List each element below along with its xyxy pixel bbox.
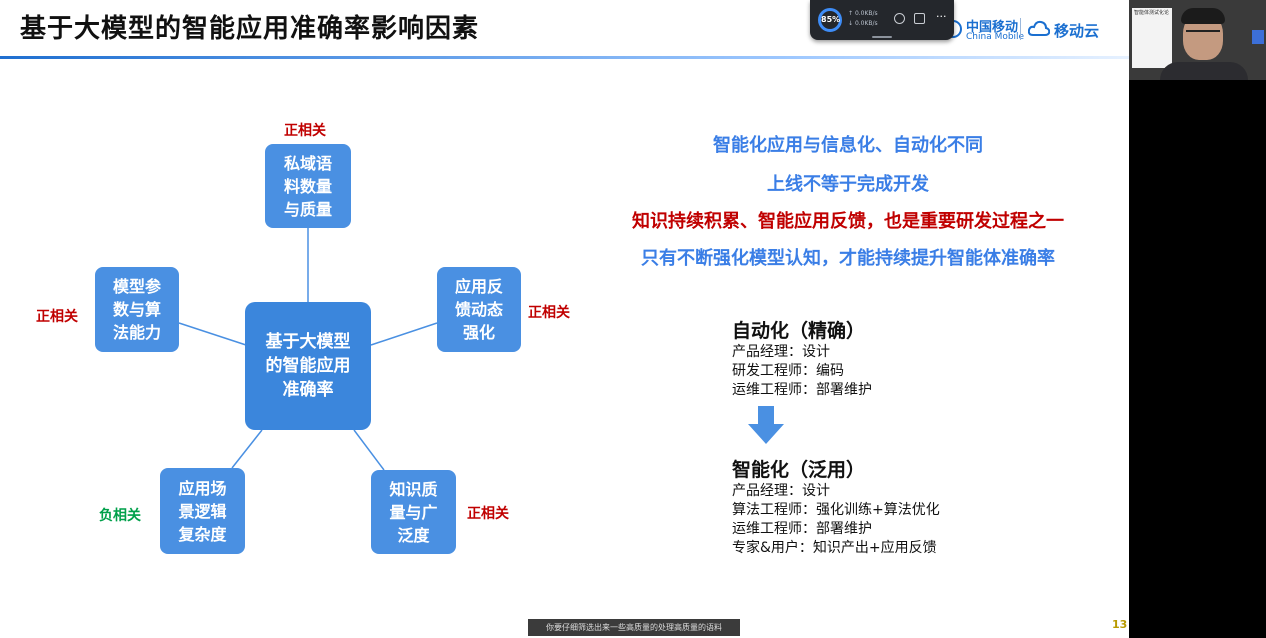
relation-label-bottom-right: 正相关 xyxy=(467,506,509,522)
node-feedback-reinforcement: 应用反 馈动态 强化 xyxy=(437,267,521,352)
presenter-hair xyxy=(1181,8,1225,24)
automation-role: 研发工程师：编码 xyxy=(732,363,844,379)
logo-separator xyxy=(1020,18,1021,40)
presenter-glasses xyxy=(1186,30,1220,40)
relation-label-right: 正相关 xyxy=(528,305,570,321)
china-mobile-en-text: China Mobile xyxy=(966,32,1025,42)
accelerate-icon[interactable] xyxy=(894,13,905,24)
cloud-brand-text: 移动云 xyxy=(1054,22,1100,40)
more-options-button[interactable]: ··· xyxy=(936,10,947,23)
webcam-background-board xyxy=(1132,8,1172,68)
statement-3: 知识持续积累、智能应用反馈，也是重要研发过程之一 xyxy=(632,211,1064,232)
cloud-logo-icon xyxy=(1028,20,1050,36)
relation-label-left: 正相关 xyxy=(36,309,78,325)
slide: 基于大模型的智能应用准确率影响因素 中国移动 China Mobile 移动云 … xyxy=(0,0,1129,638)
china-mobile-cn-text: 中国移动 xyxy=(966,20,1019,35)
cpu-usage-gauge: 85% xyxy=(818,8,842,32)
page-number: 13 xyxy=(1112,618,1128,631)
node-knowledge-quality: 知识质 量与广 泛度 xyxy=(371,470,456,554)
node-model-parameters: 模型参 数与算 法能力 xyxy=(95,267,179,352)
automation-heading: 自动化（精确） xyxy=(732,320,866,342)
drag-handle[interactable] xyxy=(872,36,892,38)
intelligence-role: 产品经理：设计 xyxy=(732,483,830,499)
presenter-body xyxy=(1160,62,1248,80)
intelligence-role: 专家&用户：知识产出+应用反馈 xyxy=(732,540,937,556)
clipboard-icon[interactable] xyxy=(914,13,925,24)
upload-speed: ↑ 0.0KB/s xyxy=(848,10,878,17)
statement-1: 智能化应用与信息化、自动化不同 xyxy=(713,135,983,156)
node-private-corpus: 私域语 料数量 与质量 xyxy=(265,144,351,228)
statement-2: 上线不等于完成开发 xyxy=(767,174,929,195)
download-speed: ↓ 0.0KB/s xyxy=(848,20,878,27)
intelligence-heading: 智能化（泛用） xyxy=(732,459,866,481)
slide-title: 基于大模型的智能应用准确率影响因素 xyxy=(20,14,480,44)
live-caption: 你要仔细筛选出来一些高质量的处理高质量的语料 xyxy=(528,619,740,636)
diagram-connectors xyxy=(178,228,438,471)
automation-role: 运维工程师：部署维护 xyxy=(732,382,872,398)
down-arrow-icon xyxy=(748,406,784,444)
center-node: 基于大模型 的智能应用 准确率 xyxy=(245,302,371,430)
relation-label-top: 正相关 xyxy=(284,123,326,139)
statement-4: 只有不断强化模型认知，才能持续提升智能体准确率 xyxy=(641,248,1055,269)
title-underline xyxy=(0,56,1129,59)
node-scenario-complexity: 应用场 景逻辑 复杂度 xyxy=(160,468,245,554)
automation-role: 产品经理：设计 xyxy=(732,344,830,360)
intelligence-role: 算法工程师：强化训练+算法优化 xyxy=(732,502,940,518)
webcam-side-text: 智能体测试化论 xyxy=(1134,10,1170,16)
webcam-side-widget xyxy=(1252,30,1264,44)
intelligence-role: 运维工程师：部署维护 xyxy=(732,521,872,537)
relation-label-bottom-left: 负相关 xyxy=(99,508,141,524)
network-monitor-widget[interactable]: 85% ↑ 0.0KB/s ↓ 0.0KB/s ··· xyxy=(810,0,954,40)
